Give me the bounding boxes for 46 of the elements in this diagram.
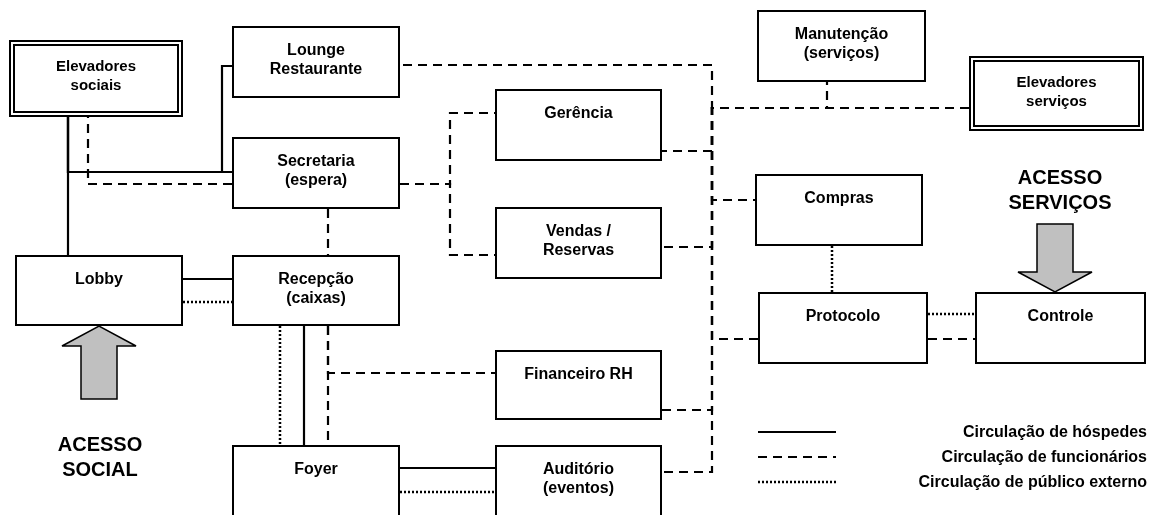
room-label: Financeiro RH [524, 364, 633, 383]
room-label: Lobby [75, 269, 123, 288]
room-box [232, 137, 400, 209]
room-label: Recepção (caixas) [277, 269, 355, 307]
room-label: Compras [804, 188, 874, 207]
legend-label: Circulação de público externo [918, 472, 1147, 492]
room-label: Secretaria (espera) [276, 151, 356, 189]
dashed-connector [326, 326, 495, 375]
dashed-connector [928, 337, 975, 341]
room-box [755, 174, 923, 246]
room-label: Controle [1027, 306, 1094, 325]
room-label: Auditório (eventos) [541, 459, 616, 497]
room-box [495, 89, 662, 161]
dashed-connector [278, 326, 282, 445]
room-label: Lounge Restaurante [268, 40, 364, 78]
room-label: Elevadores sociais [54, 56, 137, 94]
room-box [15, 255, 183, 326]
dashed-connector [326, 209, 330, 255]
block-arrow [61, 325, 137, 400]
room-label: Foyer [294, 459, 338, 478]
connector-line [400, 466, 495, 470]
block-arrow [1017, 223, 1093, 293]
room-box [495, 445, 662, 515]
connector-line [183, 277, 232, 281]
room-box [232, 26, 400, 98]
room-label: Vendas / Reservas [541, 221, 616, 259]
legend-label: Circulação de hóspedes [962, 422, 1147, 442]
connector-line [302, 326, 306, 445]
legend-label: Circulação de funcionários [941, 447, 1147, 467]
room-box [495, 350, 662, 420]
elevator-box [969, 56, 1144, 131]
room-box [232, 255, 400, 326]
room-box [758, 292, 928, 364]
connector-line [66, 64, 232, 174]
room-label: Elevadores serviços [1015, 72, 1098, 110]
dashed-connector [830, 246, 834, 292]
room-box [232, 445, 400, 515]
room-label: Gerência [544, 103, 613, 122]
access-label: ACESSO SOCIAL [56, 432, 144, 482]
room-label: Protocolo [805, 306, 881, 325]
room-label: Manutenção (serviços) [793, 24, 890, 62]
room-box [757, 10, 926, 82]
access-label: ACESSO SERVIÇOS [1007, 165, 1113, 215]
elevator-box [9, 40, 183, 117]
room-box [495, 207, 662, 279]
room-box [975, 292, 1146, 364]
